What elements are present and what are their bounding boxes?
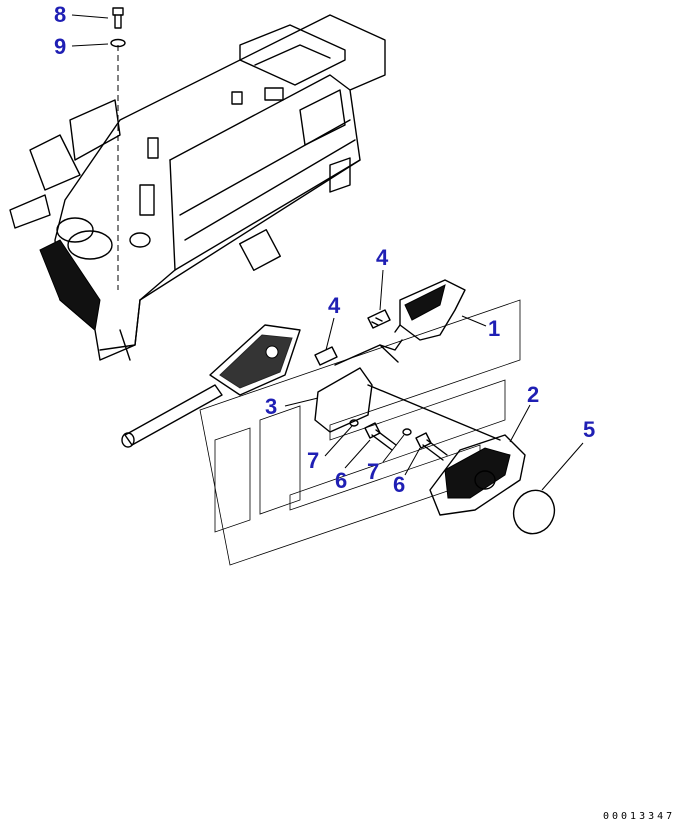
callout-4-upper: 4 bbox=[376, 245, 389, 270]
callout-6-right: 6 bbox=[393, 472, 405, 497]
washer-part-9 bbox=[110, 38, 126, 48]
control-lever-part-3 bbox=[121, 324, 501, 448]
knob-part-1 bbox=[394, 279, 466, 341]
cover-part-2 bbox=[429, 434, 526, 516]
cap-part-5 bbox=[512, 489, 556, 535]
washer-part-7-right bbox=[402, 428, 412, 436]
callout-7-left: 7 bbox=[307, 448, 319, 473]
callout-8: 8 bbox=[54, 2, 66, 27]
bolt-part-8 bbox=[112, 7, 124, 29]
bolt-part-6-left bbox=[364, 422, 397, 451]
callout-1: 1 bbox=[488, 316, 500, 341]
callout-4-left: 4 bbox=[328, 293, 341, 318]
callout-5: 5 bbox=[583, 417, 595, 442]
drawing-number: 00013347 bbox=[603, 811, 675, 822]
callout-7-right: 7 bbox=[367, 459, 379, 484]
washer-part-7-left bbox=[349, 419, 359, 427]
callout-2: 2 bbox=[527, 382, 539, 407]
main-frame-assembly bbox=[9, 14, 386, 361]
pin-part-4 bbox=[367, 309, 391, 329]
callout-9: 9 bbox=[54, 34, 66, 59]
bolt-part-6-right bbox=[415, 432, 448, 461]
callout-3: 3 bbox=[265, 394, 277, 419]
leader-lines bbox=[71, 14, 584, 491]
callout-6-left: 6 bbox=[335, 468, 347, 493]
